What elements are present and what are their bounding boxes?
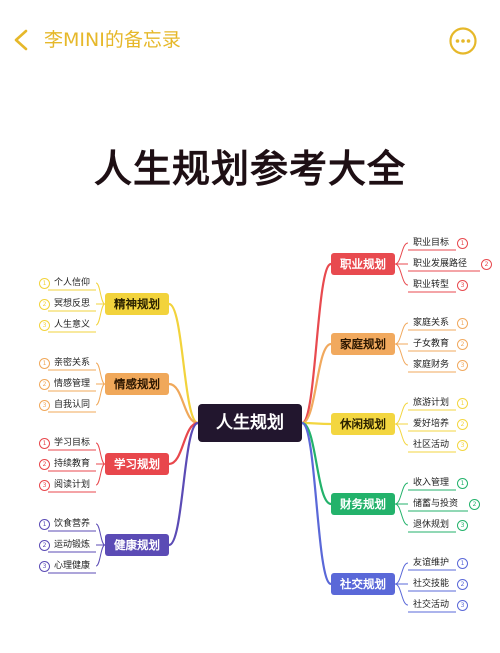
- leaf-number-badge: 3: [457, 360, 468, 371]
- leaf-number-badge: 3: [39, 400, 50, 411]
- leaf-item-right-2-1: 爱好培养: [413, 419, 450, 429]
- leaf-number-badge: 1: [39, 519, 50, 530]
- leaf-item-right-4-0: 友谊维护: [413, 558, 450, 568]
- leaf-number-badge: 1: [457, 318, 468, 329]
- leaf-connector: [394, 322, 409, 345]
- leaf-connector: [394, 503, 409, 526]
- leaf-item-right-2-0: 旅游计划: [413, 398, 450, 408]
- leaf-item-right-0-1: 职业发展路径: [413, 259, 468, 269]
- leaf-number-badge: 1: [39, 358, 50, 369]
- branch-node-right-0: 职业规划: [331, 253, 395, 275]
- leaf-number-badge: 2: [481, 259, 492, 270]
- leaf-connector: [394, 482, 409, 505]
- leaf-number-badge: 2: [469, 499, 480, 510]
- branch-connector-left-0: [168, 302, 199, 425]
- leaf-item-left-1-2: 自我认同: [54, 400, 91, 410]
- ellipsis-circle-icon: [449, 27, 477, 55]
- page-headline: 人生规划参考大全: [93, 147, 406, 191]
- leaf-item-right-0-0: 职业目标: [413, 238, 450, 248]
- branch-node-right-1: 家庭规划: [331, 333, 395, 355]
- leaf-connector: [95, 544, 106, 567]
- leaf-item-left-3-2: 心理健康: [54, 561, 91, 571]
- leaf-number-badge: 3: [39, 561, 50, 572]
- leaf-number-badge: 1: [457, 398, 468, 409]
- back-button[interactable]: [10, 28, 34, 52]
- more-button[interactable]: [448, 26, 478, 56]
- branch-connector-right-4: [300, 421, 333, 586]
- leaf-number-badge: 1: [39, 438, 50, 449]
- branch-node-left-1: 情感规划: [105, 373, 169, 395]
- leaf-number-badge: 2: [39, 299, 50, 310]
- branch-connector-left-3: [168, 421, 199, 547]
- leaf-item-right-4-2: 社交活动: [413, 600, 450, 610]
- leaf-item-left-2-0: 学习目标: [54, 438, 91, 448]
- leaf-item-left-2-2: 阅读计划: [54, 480, 91, 490]
- leaf-item-left-1-1: 情感管理: [54, 379, 91, 389]
- leaf-number-badge: 2: [457, 579, 468, 590]
- branch-node-left-2: 学习规划: [105, 453, 169, 475]
- leaf-number-badge: 3: [457, 280, 468, 291]
- leaf-connector: [95, 463, 106, 486]
- leaf-item-right-3-0: 收入管理: [413, 478, 450, 488]
- leaf-number-badge: 1: [457, 478, 468, 489]
- leaf-item-left-0-1: 冥想反思: [54, 299, 91, 309]
- leaf-connector: [394, 402, 409, 425]
- leaf-item-right-2-2: 社区活动: [413, 440, 450, 450]
- branch-connector-right-1: [301, 342, 332, 425]
- branch-node-left-0: 精神规划: [105, 293, 169, 315]
- leaf-number-badge: 2: [457, 419, 468, 430]
- leaf-number-badge: 3: [39, 320, 50, 331]
- leaf-item-right-3-1: 储蓄与投资: [413, 499, 459, 509]
- leaf-connector: [394, 562, 409, 585]
- leaf-connector: [394, 242, 409, 265]
- leaf-item-right-1-1: 子女教育: [413, 339, 450, 349]
- leaf-number-badge: 2: [39, 459, 50, 470]
- leaf-connector: [394, 263, 409, 286]
- leaf-number-badge: 2: [39, 540, 50, 551]
- leaf-number-badge: 3: [39, 480, 50, 491]
- leaf-number-badge: 2: [457, 339, 468, 350]
- leaf-number-badge: 3: [457, 520, 468, 531]
- branch-connector-right-2: [301, 421, 332, 426]
- leaf-item-right-4-1: 社交技能: [413, 579, 450, 589]
- leaf-item-right-0-2: 职业转型: [413, 280, 450, 290]
- top-bar: 李MINI的备忘录: [0, 0, 500, 80]
- leaf-item-left-1-0: 亲密关系: [54, 358, 91, 368]
- leaf-number-badge: 3: [457, 600, 468, 611]
- leaf-item-left-0-0: 个人信仰: [54, 278, 91, 288]
- leaf-item-left-2-1: 持续教育: [54, 459, 91, 469]
- leaf-connector: [95, 362, 106, 385]
- leaf-connector: [95, 523, 106, 546]
- leaf-item-left-3-1: 运动锻炼: [54, 540, 91, 550]
- leaf-connector: [394, 343, 409, 366]
- branch-node-right-3: 财务规划: [331, 493, 395, 515]
- mindmap-center-node: 人生规划: [198, 404, 302, 442]
- leaf-number-badge: 3: [457, 440, 468, 451]
- leaf-connector: [394, 583, 409, 606]
- leaf-item-right-3-2: 退休规划: [413, 520, 450, 530]
- note-title: 李MINI的备忘录: [44, 29, 181, 51]
- branch-node-right-4: 社交规划: [331, 573, 395, 595]
- leaf-item-right-1-0: 家庭关系: [413, 318, 450, 328]
- leaf-number-badge: 1: [39, 278, 50, 289]
- leaf-number-badge: 1: [457, 238, 468, 249]
- branch-node-left-3: 健康规划: [105, 534, 169, 556]
- leaf-connector: [95, 282, 106, 305]
- leaf-item-left-3-0: 饮食营养: [54, 519, 91, 529]
- leaf-connector: [394, 423, 409, 446]
- branch-connector-right-0: [300, 262, 333, 425]
- leaf-connector: [95, 383, 106, 406]
- branch-node-right-2: 休闲规划: [331, 413, 395, 435]
- leaf-item-right-1-2: 家庭财务: [413, 360, 450, 370]
- branch-connector-left-1: [168, 382, 199, 425]
- leaf-number-badge: 2: [39, 379, 50, 390]
- chevron-left-icon: [14, 29, 28, 51]
- leaf-number-badge: 1: [457, 558, 468, 569]
- leaf-item-left-0-2: 人生意义: [54, 320, 91, 330]
- leaf-connector: [95, 303, 106, 326]
- leaf-connector: [95, 442, 106, 465]
